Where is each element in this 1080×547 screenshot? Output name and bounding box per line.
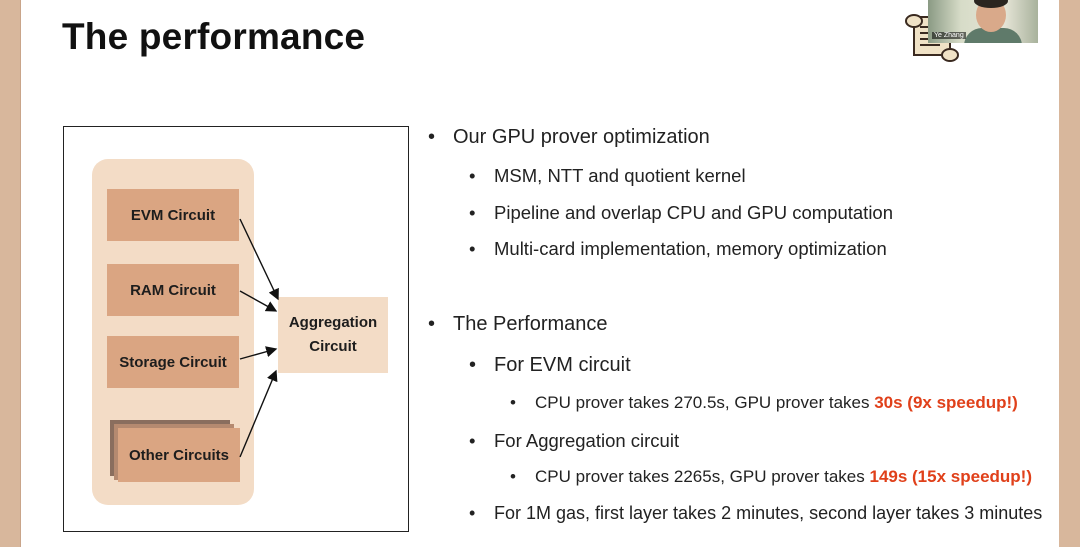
evm-circuit-box: EVM Circuit [107,189,239,241]
bullet-dot: • [510,467,516,486]
speaker-video[interactable]: Ye Zhang [928,0,1038,43]
bullet-perf-heading: • The Performance [428,313,608,335]
bullet-dot: • [469,165,476,186]
speaker-shirt [964,28,1022,43]
storage-circuit-box: Storage Circuit [107,336,239,388]
evm-speedup-highlight: 30s (9x speedup!) [874,393,1018,412]
bullet-gas-item: • For 1M gas, first layer takes 2 minute… [469,503,1043,523]
speaker-hair [974,0,1008,8]
bullet-gpu-item-2: • Pipeline and overlap CPU and GPU compu… [469,202,894,223]
slide: The performance EVM Circuit RAM Circuit … [20,0,1059,547]
agg-speedup-highlight: 149s (15x speedup!) [869,467,1032,486]
bullet-evm-heading: • For EVM circuit [469,354,631,376]
bullet-dot: • [469,354,477,376]
diagram-arrows [239,218,279,458]
bullet-dot: • [469,238,476,259]
bullet-gpu-item-1: • MSM, NTT and quotient kernel [469,165,746,186]
bullet-dot: • [469,202,476,223]
bullet-dot: • [428,313,436,335]
bullet-dot: • [469,430,476,451]
bullet-agg-detail: • CPU prover takes 2265s, GPU prover tak… [510,467,1032,486]
bullet-evm-detail: • CPU prover takes 270.5s, GPU prover ta… [510,393,1018,412]
aggregation-circuit-box: Aggregation Circuit [278,297,388,373]
ram-circuit-box: RAM Circuit [107,264,239,316]
arrow-ram [239,290,278,312]
bullet-gpu-item-3: • Multi-card implementation, memory opti… [469,238,887,259]
bullet-dot: • [469,503,476,523]
bullet-dot: • [428,126,436,148]
aggregation-label-line2: Circuit [309,338,357,355]
aggregation-label-line1: Aggregation [288,314,378,331]
arrow-evm [239,218,279,301]
arrow-storage [239,346,278,360]
speaker-name-label: Ye Zhang [932,32,966,39]
bullet-gpu-heading: • Our GPU prover optimization [428,126,710,148]
circuit-diagram: EVM Circuit RAM Circuit Storage Circuit … [63,126,409,532]
bullet-agg-heading: • For Aggregation circuit [469,430,680,451]
bullet-dot: • [510,393,516,412]
arrow-other [239,369,278,458]
page-title: The performance [62,16,366,57]
other-circuits-box: Other Circuits [118,428,240,482]
